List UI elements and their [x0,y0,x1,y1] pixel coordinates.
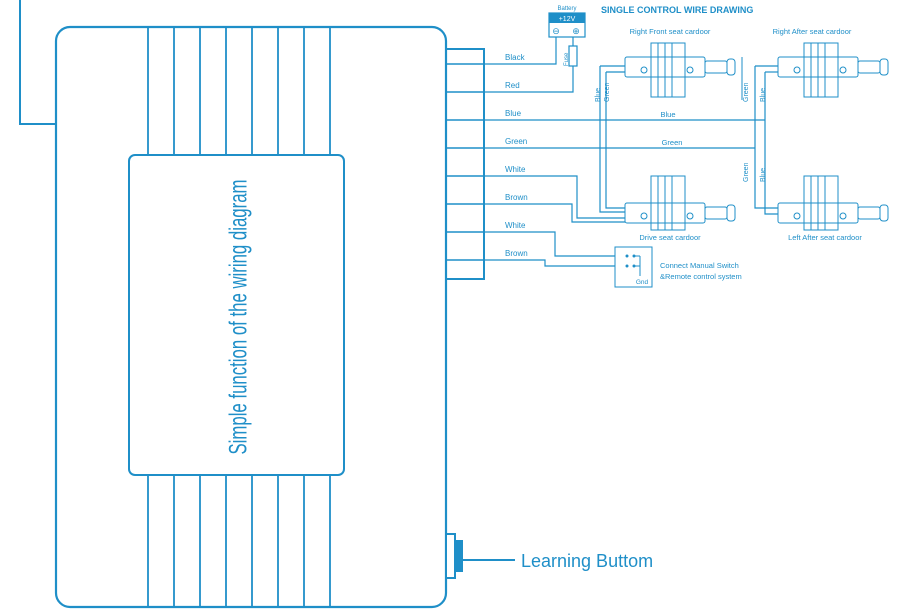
wire-label-white: White [505,165,526,174]
actuator-right-after-label: Right After seat cardoor [773,27,852,36]
actuator-right-after [777,42,889,98]
battery: Battery +12V ⊖ ⊕ [548,6,586,38]
wire-connector [445,48,485,280]
battery-minus-icon: ⊖ [552,26,560,36]
label-front-green: Green [604,82,611,102]
switch-label-line1: Connect Manual Switch [660,261,739,270]
label-left-blue: Blue [760,168,767,182]
learning-button[interactable] [445,533,456,579]
fuse-label: Fuse [564,52,570,66]
fuse: Fuse [564,45,578,67]
battery-voltage: +12V [559,16,576,23]
wire-rows [446,63,484,261]
bus-label-green: Green [662,138,683,147]
wire-label-brown: Brown [505,193,528,202]
learning-button-cap[interactable] [455,540,463,572]
bus-label-blue: Blue [660,110,675,119]
battery-plus-icon: ⊕ [572,26,580,36]
module-label: Simple function of the wiring diagram [225,180,253,455]
switch-gnd: Gnd [636,279,649,286]
top-strips [147,27,331,155]
actuator-left-after-label: Left After seat cardoor [788,233,862,242]
actuator-left-after [777,175,889,231]
wire-label-white-2: White [505,221,526,230]
switch-label-line2: &Remote control system [660,272,742,281]
module-label-panel [128,154,345,476]
battery-title: Battery [557,6,576,12]
label-after-green: Green [743,82,750,102]
learning-button-label: Learning Buttom [521,551,653,571]
bottom-strips [147,475,331,607]
wire-label-black: Black [505,53,526,62]
actuator-right-front-label: Right Front seat cardoor [630,27,711,36]
wire-label-brown-2: Brown [505,249,528,258]
label-left-green: Green [743,162,750,182]
wire-labels: Black Red Blue Green White Brown White B… [505,53,528,258]
wire-runs [484,34,778,267]
manual-switch: Gnd [614,246,653,288]
wire-label-green: Green [505,137,527,146]
label-front-blue: Blue [595,88,602,102]
antenna-lead [19,0,56,125]
diagram-title: SINGLE CONTROL WIRE DRAWING [601,5,753,15]
actuator-drive-label: Drive seat cardoor [639,233,701,242]
control-module [54,25,448,609]
actuator-right-front [624,42,743,100]
wire-label-red: Red [505,81,520,90]
battery-voltage-band [549,13,585,23]
actuator-drive [624,175,736,231]
label-after-blue: Blue [760,88,767,102]
wire-label-blue: Blue [505,109,522,118]
